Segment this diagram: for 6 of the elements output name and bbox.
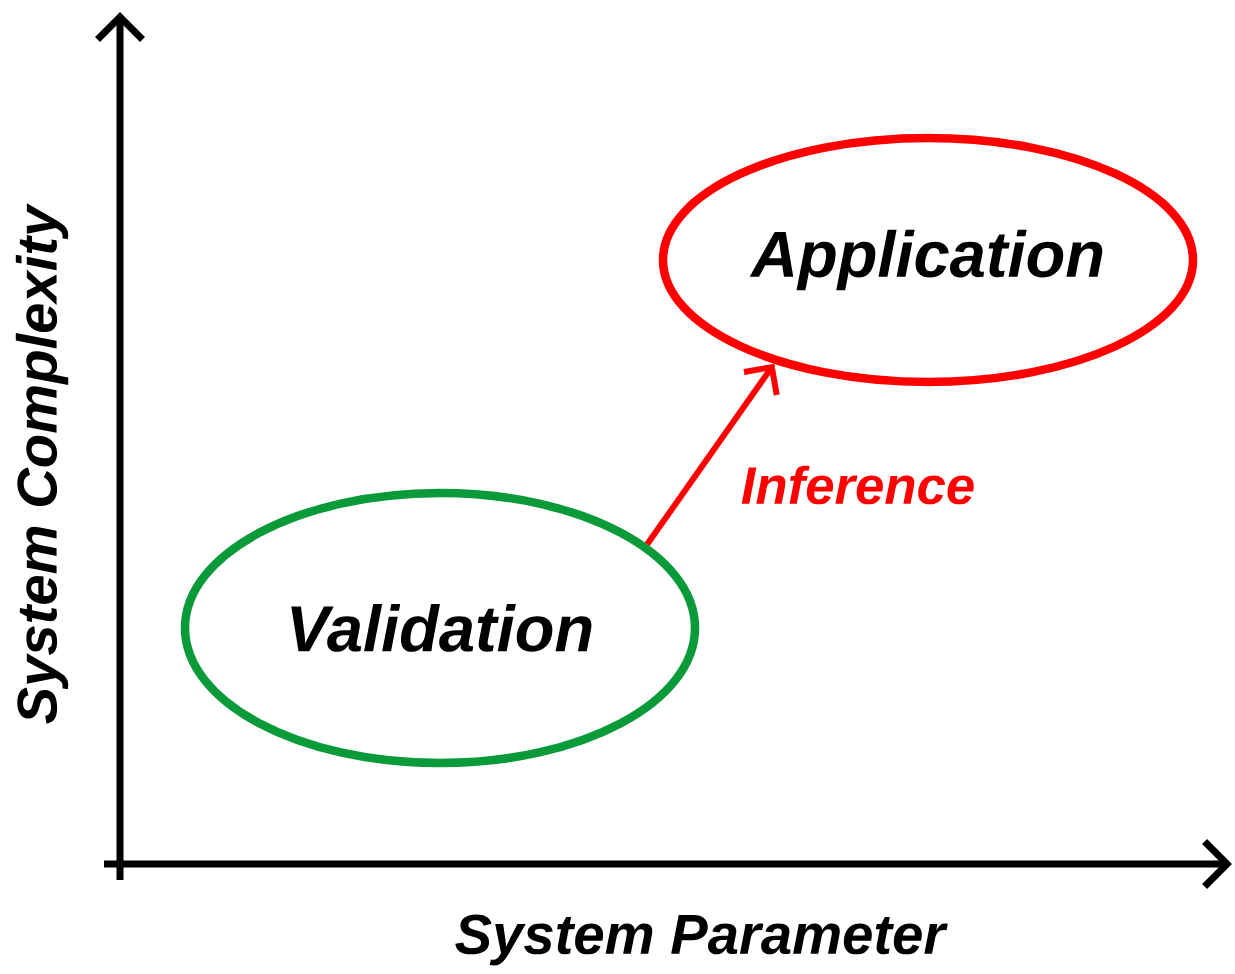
ellipse-node: Application bbox=[658, 133, 1198, 387]
arrow bbox=[644, 363, 780, 546]
edge-label: Inference bbox=[741, 465, 974, 505]
axis-label: System Complexity bbox=[15, 203, 69, 724]
axis-label: System Parameter bbox=[455, 914, 948, 966]
ellipse-node: Validation bbox=[180, 488, 700, 768]
